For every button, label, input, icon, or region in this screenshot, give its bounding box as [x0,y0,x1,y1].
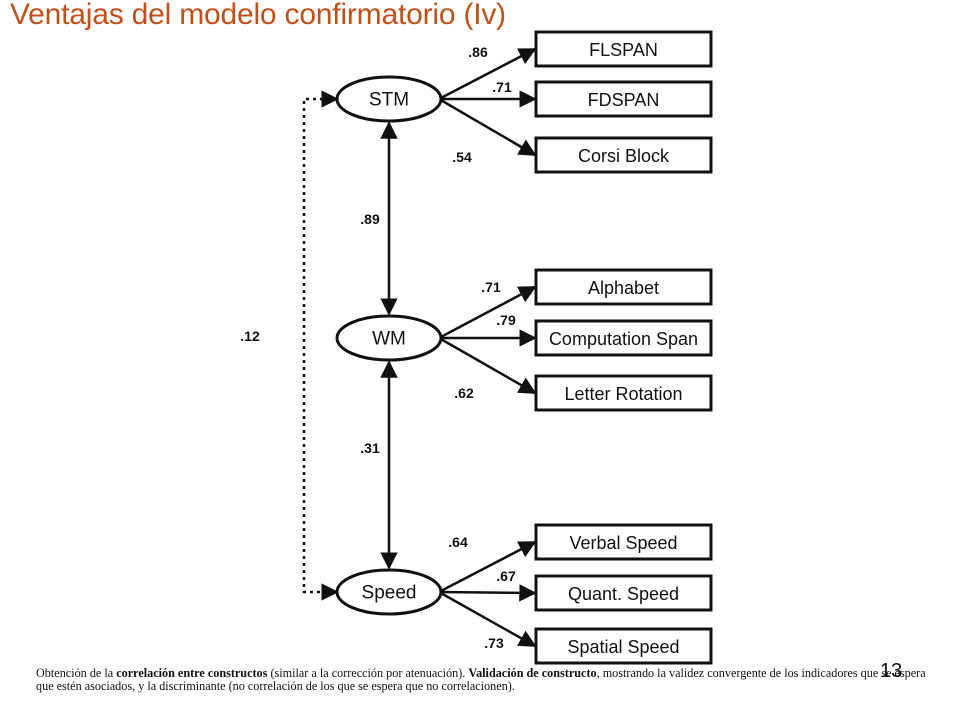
loading-arrow [438,97,537,157]
latent-label: STM [369,90,409,111]
loading-arrow [438,584,537,602]
latent-label: WM [372,329,406,350]
loading-coefficient: .71 [492,79,512,95]
loading-arrow [438,47,537,101]
indicator-box-computation-span [534,319,713,357]
indicator-box-verbal-speed [534,523,713,561]
latent-speed [335,568,443,616]
caption-bold-1: correlación entre constructos [116,666,268,680]
indicator-label: Alphabet [588,278,659,298]
loading-arrow [438,285,537,340]
loading-coefficient: .73 [484,635,504,651]
loading-coefficient: .79 [496,312,516,328]
loading-coefficient: .71 [481,279,501,295]
caption-text-2: (similar a la corrección por atenuación)… [267,666,469,680]
latent-label: Speed [362,583,417,604]
indicator-box-corsi-block [534,136,713,174]
caption-bold-2: Validación de constructo [468,666,597,680]
caption-text-1: Obtención de la [36,666,117,680]
indicator-box-quant-speed [534,574,713,612]
loading-arrow [438,540,537,594]
loading-arrow [438,590,537,648]
latent-stm [335,75,443,123]
indicator-box-flspan [534,30,713,68]
correlation-coefficient: .89 [360,211,380,227]
loading-coefficient: .86 [468,44,488,60]
indicator-label: FLSPAN [589,40,658,60]
indicator-label: FDSPAN [588,90,660,110]
indicator-label: Spatial Speed [567,637,679,657]
indicator-label: Quant. Speed [568,584,679,604]
indicator-label: Verbal Speed [569,533,677,553]
correlation-stm-speed-dotted [302,90,339,601]
slide-number: 13 [880,660,903,682]
slide-title: Ventajas del modelo confirmatorio (Iv) [10,0,506,31]
indicator-box-fdspan [534,80,713,118]
indicator-box-letter-rotation [534,374,713,412]
slide-caption: Obtención de la correlación entre constr… [36,667,936,693]
loading-arrow [438,336,537,395]
loading-coefficient: .67 [496,568,516,584]
indicator-label: Corsi Block [578,146,670,166]
loading-coefficient: .54 [452,149,472,165]
loading-coefficient: .62 [454,385,474,401]
diagram-edges [302,47,537,648]
caption-text-3: , mostrando la validez convergente de lo… [36,666,926,693]
correlation-coefficient: .12 [240,328,260,344]
loading-coefficient: .64 [448,534,468,550]
indicator-label: Computation Span [549,329,698,349]
indicator-box-alphabet [534,268,713,306]
indicator-label: Letter Rotation [564,384,682,404]
correlation-coefficient: .31 [360,440,380,456]
latent-wm [335,314,443,362]
indicator-box-spatial-speed [534,627,713,665]
